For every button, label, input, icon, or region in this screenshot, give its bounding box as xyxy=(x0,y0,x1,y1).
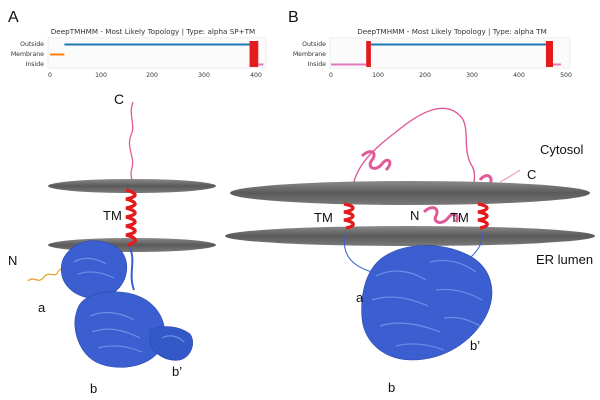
panel-a-letter: A xyxy=(8,9,19,26)
panel-a: A DeepTMHMM - Most Likely Topology | Typ… xyxy=(8,9,267,396)
plot-a-row-outside: Outside xyxy=(20,41,44,48)
label-tm-left-b: TM xyxy=(314,210,333,225)
panel-b-letter: B xyxy=(288,9,299,26)
linker-left-b xyxy=(344,231,373,273)
topology-plot-a: DeepTMHMM - Most Likely Topology | Type:… xyxy=(11,27,267,79)
protein-helix-details-b xyxy=(371,259,483,351)
tm-helix-a xyxy=(125,188,137,247)
plot-b-segment-inside-0 xyxy=(331,63,367,66)
membrane-disc-upper-a xyxy=(48,179,216,193)
cytosolic-helix-left-b xyxy=(360,150,392,172)
panel-b: B DeepTMHMM - Most Likely Topology | Typ… xyxy=(225,9,595,395)
plot-a-segment-inside-3 xyxy=(258,63,264,66)
plot-a-tick-200: 200 xyxy=(146,72,158,79)
plot-b-title: DeepTMHMM - Most Likely Topology | Type:… xyxy=(357,27,547,36)
tm-linker-a xyxy=(129,247,135,291)
plot-a-frame xyxy=(47,37,267,69)
plot-b-row-inside: Inside xyxy=(308,61,327,68)
label-tm-a: TM xyxy=(103,208,122,223)
plot-b-segment-tm-1 xyxy=(366,41,371,67)
plot-a-segment-tm-2 xyxy=(249,41,259,67)
plot-a-segment-outside-1 xyxy=(64,43,250,46)
protein-structure-a xyxy=(60,240,193,368)
plot-b-row-outside: Outside xyxy=(302,41,326,48)
label-domain-bp-a: b’ xyxy=(172,364,182,379)
plot-b-tick-400: 400 xyxy=(513,72,525,79)
linker-right-b xyxy=(469,231,483,259)
plot-a-tick-300: 300 xyxy=(198,72,210,79)
label-cytosol: Cytosol xyxy=(540,142,583,157)
plot-b-segments xyxy=(331,41,561,67)
label-er-lumen: ER lumen xyxy=(536,252,593,267)
protein-helix-details-a xyxy=(73,257,185,353)
label-tm-right-b: TM xyxy=(450,210,469,225)
plot-b-segment-outside-2 xyxy=(370,43,546,46)
plot-a-row-inside: Inside xyxy=(26,61,45,68)
plot-a-tick-400: 400 xyxy=(250,72,262,79)
tm-helix-right-b xyxy=(477,202,489,230)
label-c-a: C xyxy=(114,91,124,107)
membrane-disc-upper-b xyxy=(230,181,590,205)
label-n-a: N xyxy=(8,253,17,268)
plot-b-tick-200: 200 xyxy=(419,72,431,79)
label-domain-a-a: a xyxy=(38,300,46,315)
plot-a-segments xyxy=(50,41,264,67)
c-terminal-tail-b xyxy=(499,169,521,183)
membrane-disc-lower-b xyxy=(225,226,595,246)
plot-a-row-membrane: Membrane xyxy=(11,51,44,58)
plot-b-tick-500: 500 xyxy=(560,72,572,79)
label-c-b: C xyxy=(527,167,536,182)
topology-plot-b: DeepTMHMM - Most Likely Topology | Type:… xyxy=(293,27,572,79)
label-domain-bp-b: b’ xyxy=(470,338,480,353)
plot-b-tick-300: 300 xyxy=(466,72,478,79)
plot-a-title: DeepTMHMM - Most Likely Topology | Type:… xyxy=(51,27,255,36)
n-terminal-helix-b xyxy=(422,206,459,224)
c-terminal-tail-a xyxy=(128,101,134,189)
tm-helix-left-b xyxy=(343,202,355,230)
plot-a-tick-0: 0 xyxy=(48,72,52,79)
plot-a-tick-100: 100 xyxy=(95,72,107,79)
plot-a-segment-membrane-0 xyxy=(50,53,65,56)
plot-b-tick-100: 100 xyxy=(372,72,384,79)
protein-structure-b xyxy=(361,245,493,361)
plot-b-segment-tm-3 xyxy=(545,41,553,67)
plot-b-tick-0: 0 xyxy=(329,72,333,79)
plot-b-segment-inside-4 xyxy=(552,63,561,66)
label-domain-b-b: b xyxy=(388,380,395,395)
label-domain-b-a: b xyxy=(90,381,97,396)
label-n-b: N xyxy=(410,208,419,223)
plot-b-row-membrane: Membrane xyxy=(293,51,326,58)
label-domain-a-b: a xyxy=(356,290,364,305)
